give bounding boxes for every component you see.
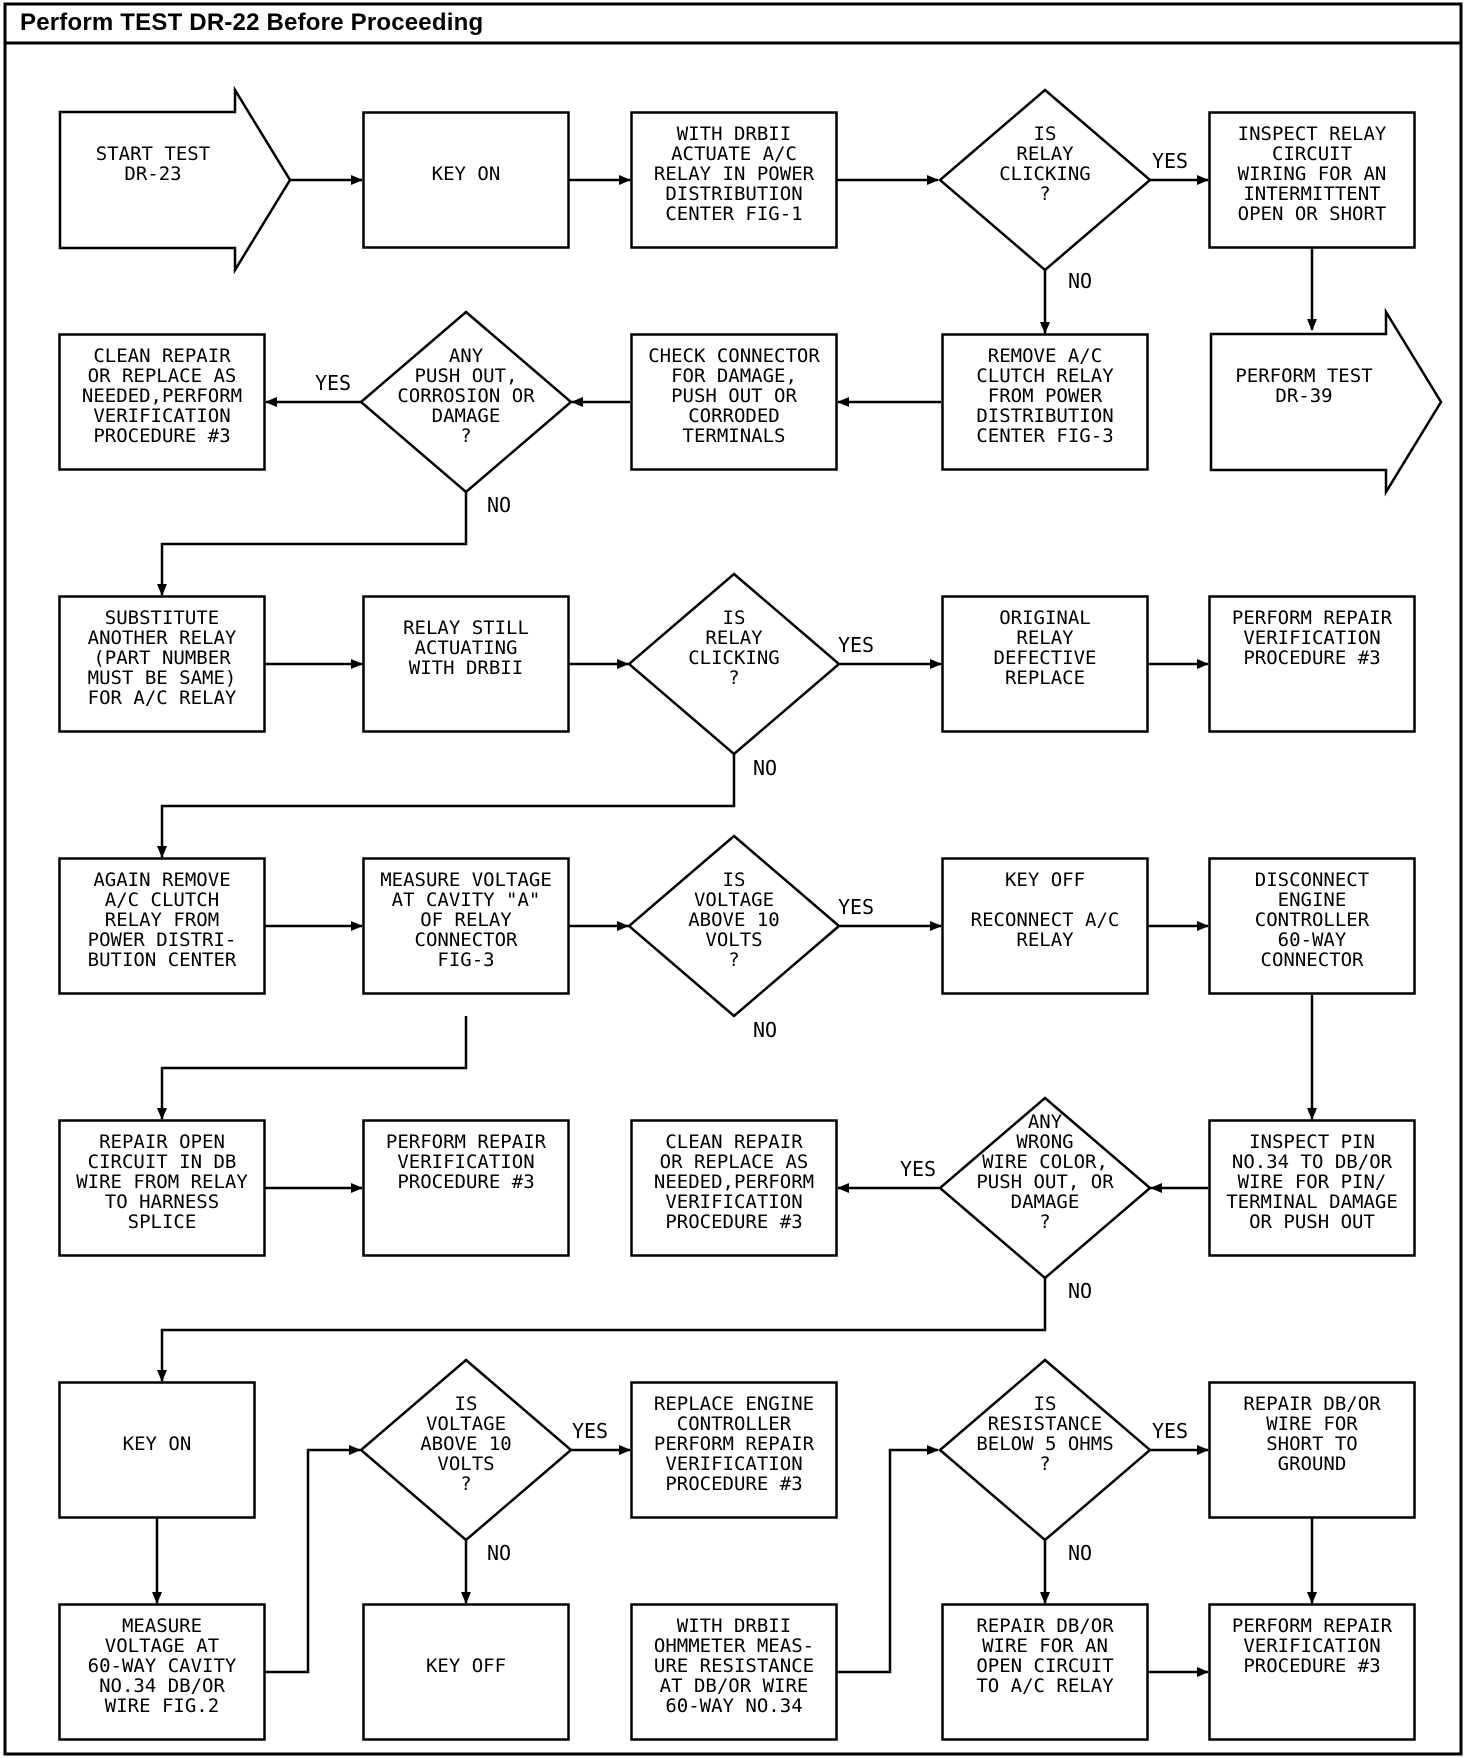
connector-arrow <box>265 1445 361 1674</box>
disconnect-ec-box <box>1208 857 1416 995</box>
relay-still-box <box>362 595 570 733</box>
yes-label: YES <box>315 371 351 395</box>
clean-repair-2-box <box>630 1119 838 1257</box>
connector-arrow <box>837 1445 939 1674</box>
inspect-pin-box <box>1208 1119 1416 1257</box>
no-label: NO <box>487 493 511 517</box>
page-title: Perform TEST DR-22 Before Proceeding <box>20 9 484 36</box>
no-label: NO <box>1068 1279 1092 1303</box>
no-label: NO <box>1068 269 1092 293</box>
connector-arrow <box>157 754 736 858</box>
no-label: NO <box>753 1018 777 1042</box>
verify-3-box <box>1208 1603 1416 1741</box>
yes-label: YES <box>838 633 874 657</box>
measure-60way-box <box>58 1603 266 1741</box>
key-off-2-text: KEY OFF <box>426 1655 506 1677</box>
yes-label: YES <box>900 1157 936 1181</box>
verify-1-box <box>1208 595 1416 733</box>
repair-short-box <box>1208 1381 1416 1519</box>
no-label: NO <box>753 756 777 780</box>
outer-frame <box>3 2 1463 1756</box>
check-connector-box <box>630 333 838 471</box>
connector-arrow <box>157 492 468 596</box>
no-label: NO <box>1068 1541 1092 1565</box>
yes-label: YES <box>838 895 874 919</box>
connector-arrow <box>157 1016 468 1120</box>
inspect-relay-circuit-box <box>1208 111 1416 249</box>
perform-dr39-arrow <box>1209 307 1443 497</box>
key-on-2-box <box>58 1381 256 1519</box>
remove-relay-box <box>941 333 1149 471</box>
repair-open-ac-box <box>941 1603 1149 1741</box>
connector-arrow <box>157 1278 1047 1382</box>
ohmmeter-box <box>630 1603 838 1741</box>
replace-ec-box <box>630 1381 838 1519</box>
key-on-1-text: KEY ON <box>432 163 501 185</box>
drbii-actuate-box <box>630 111 838 249</box>
key-on-2-text: KEY ON <box>123 1433 192 1455</box>
start-arrow <box>58 85 292 275</box>
key-on-1-box <box>362 111 570 249</box>
repair-open-db-box <box>58 1119 266 1257</box>
d-voltage-1-diamond <box>627 834 841 1018</box>
key-off-reconnect-box <box>941 857 1149 995</box>
original-relay-box <box>941 595 1149 733</box>
verify-2-box <box>362 1119 570 1257</box>
yes-label: YES <box>1152 149 1188 173</box>
key-off-2-box <box>362 1603 570 1741</box>
yes-label: YES <box>572 1419 608 1443</box>
clean-repair-1-box <box>58 333 266 471</box>
no-label: NO <box>487 1541 511 1565</box>
substitute-relay-box <box>58 595 266 733</box>
yes-label: YES <box>1152 1419 1188 1443</box>
again-remove-box <box>58 857 266 995</box>
measure-cavity-a-box <box>362 857 570 995</box>
